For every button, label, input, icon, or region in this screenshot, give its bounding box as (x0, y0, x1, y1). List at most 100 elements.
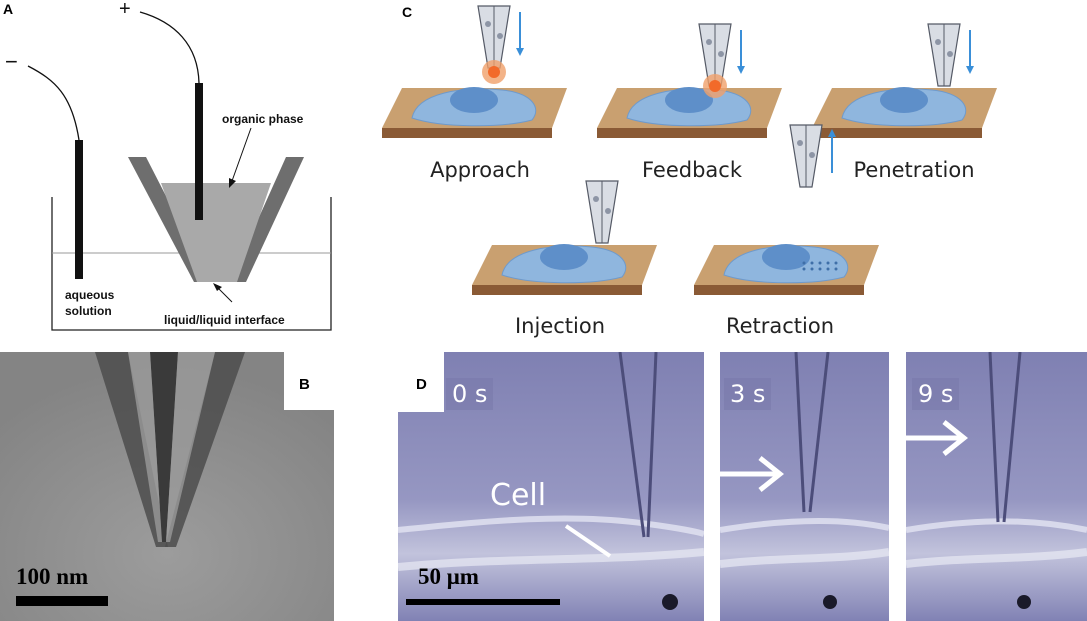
panel-b: B 100 nm (0, 352, 334, 621)
panel-c: C Approach Feedback Penetration Injectio… (372, 0, 1087, 345)
scale-label-b: 100 nm (16, 564, 89, 589)
frame-3s: 3 s (720, 352, 889, 621)
scale-bar-b (16, 596, 108, 606)
move-arrow-head-penetration (966, 66, 974, 74)
pipette-bead-a-feedback (706, 39, 712, 45)
injected-dot (834, 267, 838, 271)
pipette-3s-right (808, 352, 830, 513)
pipette-bead-b-injection (605, 208, 611, 214)
beaker (51, 197, 332, 331)
cell-pointer-line (564, 524, 612, 558)
arrow-9s-head (942, 420, 969, 456)
tem-channel-right (166, 352, 215, 542)
lower-boundary-3s (720, 548, 889, 568)
pipette-0s-left (618, 352, 646, 538)
tem-channel-left (128, 352, 162, 542)
electrochemical-setup-diagram (27, 11, 332, 331)
stage-approach (382, 5, 567, 138)
debris-0s (662, 594, 678, 610)
nucleus-penetration (880, 87, 928, 113)
injected-dot (826, 267, 830, 271)
panel-label-d-box (398, 352, 444, 412)
injected-dot (818, 267, 822, 271)
injection-stages-diagram (382, 5, 997, 295)
pipette-bead-b-approach (497, 33, 503, 39)
organic-arrow (231, 127, 252, 182)
aqueous-label-line2: solution (65, 304, 112, 318)
pipette-bead-b-penetration (947, 51, 953, 57)
plus-wire (139, 11, 200, 84)
debris-3s (823, 595, 837, 609)
organic-phase-label: organic phase (222, 112, 304, 126)
injected-dot (802, 261, 806, 265)
pipette-bead-a-penetration (935, 39, 941, 45)
debris-9s (1017, 595, 1031, 609)
pipette-9s-right (1002, 352, 1022, 523)
move-arrow-head-approach (516, 48, 524, 56)
pipette-right-wall (230, 157, 304, 282)
substrate-edge-injection (472, 285, 642, 295)
nucleus-feedback (665, 87, 713, 113)
lower-boundary-0s (398, 548, 704, 571)
plus-sign: + (119, 0, 131, 20)
stage-penetration (812, 23, 997, 138)
panel-a: A − + organic phase aqueous solution liq… (0, 0, 356, 345)
organic-electrode (195, 83, 203, 220)
stage-label-retraction: Retraction (725, 314, 835, 338)
interface-arrow-head (213, 283, 222, 291)
pipette-bead-b-retraction (809, 152, 815, 158)
glow-inner-feedback (709, 80, 721, 92)
substrate-edge-approach (382, 128, 552, 138)
tem-right-wall (165, 352, 245, 547)
injected-dot (802, 267, 806, 271)
injected-dot (834, 261, 838, 265)
substrate-edge-retraction (694, 285, 864, 295)
move-arrow-head-feedback (737, 66, 745, 74)
pipette-0s-right (646, 352, 658, 538)
lower-boundary-9s (906, 548, 1087, 568)
panel-label-b-box (284, 352, 334, 410)
cell-membrane-3s (720, 518, 889, 533)
injected-dot (810, 267, 814, 271)
tem-left-wall (95, 352, 168, 547)
time-label-9s: 9 s (912, 378, 960, 410)
panel-label-d: D (416, 376, 427, 393)
pipette-bead-a-retraction (797, 140, 803, 146)
frame-3s-image (720, 352, 889, 621)
panel-label-a: A (3, 1, 14, 17)
tem-center-core (150, 352, 178, 542)
pipette-9s-left (988, 352, 1000, 523)
arrow-3s-head (758, 456, 785, 492)
panel-label-b: B (299, 376, 310, 393)
interface-arrow (217, 287, 233, 303)
frame-9s: 9 s (906, 352, 1087, 621)
stage-label-feedback: Feedback (641, 158, 742, 182)
move-arrow-head-retraction (828, 129, 836, 137)
nucleus-retraction (762, 244, 810, 270)
cell-membrane-0s (398, 515, 704, 537)
stage-label-approach: Approach (430, 158, 530, 182)
organic-phase-fill (161, 183, 271, 282)
substrate-edge-penetration (812, 128, 982, 138)
stage-retraction (694, 124, 879, 295)
pipette-bead-a-approach (485, 21, 491, 27)
nucleus-injection (540, 244, 588, 270)
cell-label: Cell (490, 478, 547, 513)
scale-label-d: 50 μm (418, 564, 479, 589)
frame-0s: D 0 s Cell 50 μm (398, 352, 704, 621)
interface-label: liquid/liquid interface (164, 313, 285, 327)
time-label-0s: 0 s (446, 378, 494, 410)
time-label-3s: 3 s (724, 378, 772, 410)
minus-sign: − (5, 49, 18, 74)
panel-d: D 0 s Cell 50 μm 3 s (398, 352, 1087, 621)
injected-dot (818, 261, 822, 265)
pipette-bead-a-injection (593, 196, 599, 202)
aqueous-electrode (75, 140, 83, 279)
scale-bar-d (406, 599, 560, 605)
stage-injection (472, 180, 657, 295)
stage-label-penetration: Penetration (853, 158, 975, 182)
aqueous-label-line1: aqueous (65, 288, 115, 302)
cell-membrane-9s (906, 518, 1087, 533)
organic-arrow-head (229, 178, 236, 188)
